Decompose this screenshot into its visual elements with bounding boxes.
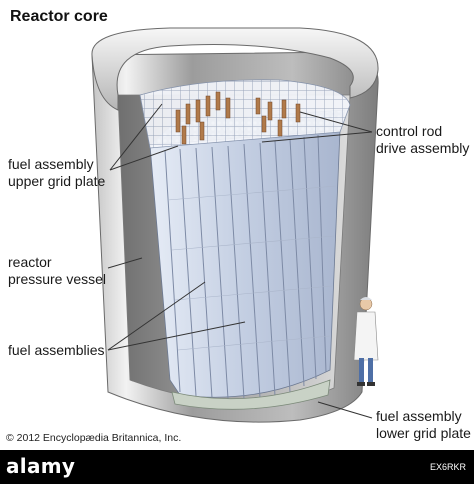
lower-grid-plate: [171, 379, 331, 410]
label-reactor-pressure-vessel: reactor pressure vessel: [8, 254, 106, 288]
label-line: drive assembly: [376, 140, 470, 156]
label-upper-grid-plate: fuel assembly upper grid plate: [8, 156, 105, 190]
watermark-logo: alamy: [6, 454, 76, 478]
label-line: fuel assembly: [376, 408, 462, 424]
watermark-id: EX6RKR: [429, 462, 466, 472]
diagram-title: Reactor core: [10, 8, 108, 25]
fuel-assembly-block: [148, 109, 346, 400]
control-rods: [175, 91, 301, 145]
person-scale-figure: [353, 297, 379, 386]
watermark-bar: [0, 450, 474, 484]
label-line: reactor: [8, 254, 52, 270]
upper-grid-plate: [139, 79, 351, 149]
label-lower-grid-plate: fuel assembly lower grid plate: [376, 408, 471, 442]
label-line: pressure vessel: [8, 271, 107, 287]
label-line: upper grid plate: [8, 173, 106, 189]
label-fuel-assemblies: fuel assemblies: [8, 342, 105, 358]
label-line: control rod: [376, 123, 443, 139]
label-control-rod-drive-assembly: control rod drive assembly: [376, 123, 469, 157]
copyright-notice: © 2012 Encyclopædia Britannica, Inc.: [6, 432, 182, 444]
vessel-rim: [91, 27, 379, 111]
label-line: lower grid plate: [376, 425, 471, 441]
label-line: fuel assembly: [8, 156, 94, 172]
leader-lines: [107, 103, 373, 419]
